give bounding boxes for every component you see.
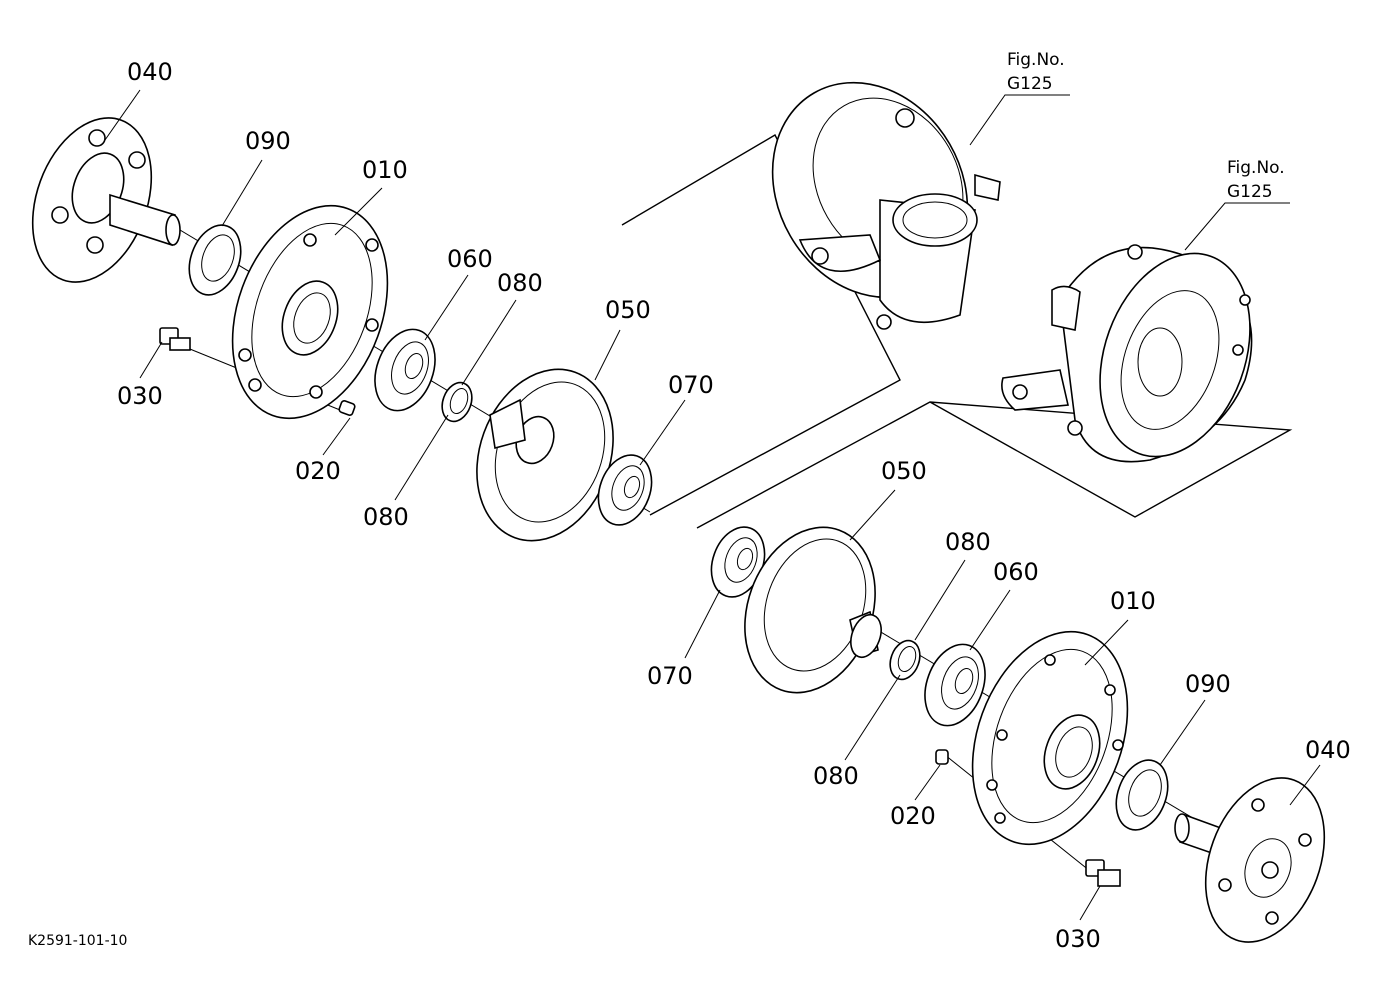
- label-050-lower: 050: [881, 457, 927, 485]
- part-030-lower-bolt: [1085, 859, 1121, 887]
- label-020-lower: 020: [890, 802, 936, 830]
- label-080-lower-ring: 080: [813, 762, 859, 790]
- label-060-lower: 060: [993, 558, 1039, 586]
- part-020-lower-pin: [935, 749, 949, 765]
- label-080-upper: 080: [497, 269, 543, 297]
- label-050-upper: 050: [605, 296, 651, 324]
- part-030-upper-bolt: [159, 327, 191, 351]
- part-080-upper-snap-ring: [441, 381, 473, 423]
- label-030-lower: 030: [1055, 925, 1101, 953]
- label-040-upper: 040: [127, 58, 173, 86]
- figure-references: Fig.No. G125 Fig.No. G125: [1007, 50, 1285, 202]
- part-080-lower-snap-ring: [889, 639, 921, 681]
- part-060-upper-bearing: [374, 328, 436, 412]
- label-070-lower: 070: [647, 662, 693, 690]
- label-080-upper-lower-ring: 080: [363, 503, 409, 531]
- label-010-upper: 010: [362, 156, 408, 184]
- label-080-lower: 080: [945, 528, 991, 556]
- lower-differential-housing: [1001, 244, 1253, 463]
- label-040-lower: 040: [1305, 736, 1351, 764]
- upper-differential-housing: [771, 81, 1001, 330]
- part-labels: 040 090 010 060 080 050 070 030 020 080 …: [117, 58, 1351, 953]
- label-060-upper: 060: [447, 245, 493, 273]
- part-060-lower-bearing: [924, 643, 986, 727]
- lower-assembly-plate: [696, 401, 1293, 529]
- part-040-upper-flange-shaft: [31, 117, 181, 283]
- fig-ref-1-line1: Fig.No.: [1007, 50, 1065, 70]
- label-070-upper: 070: [668, 371, 714, 399]
- part-020-upper-pin: [338, 400, 356, 416]
- label-090-upper: 090: [245, 127, 291, 155]
- label-030-upper: 030: [117, 382, 163, 410]
- drawing-code: K2591-101-10: [28, 933, 127, 949]
- part-010-upper-cover: [231, 204, 389, 420]
- fig-ref-2-line1: Fig.No.: [1227, 158, 1285, 178]
- leader-lines: [104, 89, 1321, 921]
- fig-ref-1-line2: G125: [1007, 74, 1053, 94]
- part-010-lower-cover: [971, 630, 1129, 846]
- label-090-lower: 090: [1185, 670, 1231, 698]
- fig-ref-2-line2: G125: [1227, 182, 1273, 202]
- part-050-lower-bevel-gear: [744, 526, 882, 694]
- part-090-lower-seal: [1115, 759, 1169, 831]
- part-040-lower-flange-shaft: [1174, 777, 1326, 943]
- part-050-upper-bevel-gear: [476, 368, 614, 542]
- label-020-upper: 020: [295, 457, 341, 485]
- part-090-upper-seal: [188, 224, 242, 296]
- label-010-lower: 010: [1110, 587, 1156, 615]
- part-070-upper-bearing: [597, 454, 653, 526]
